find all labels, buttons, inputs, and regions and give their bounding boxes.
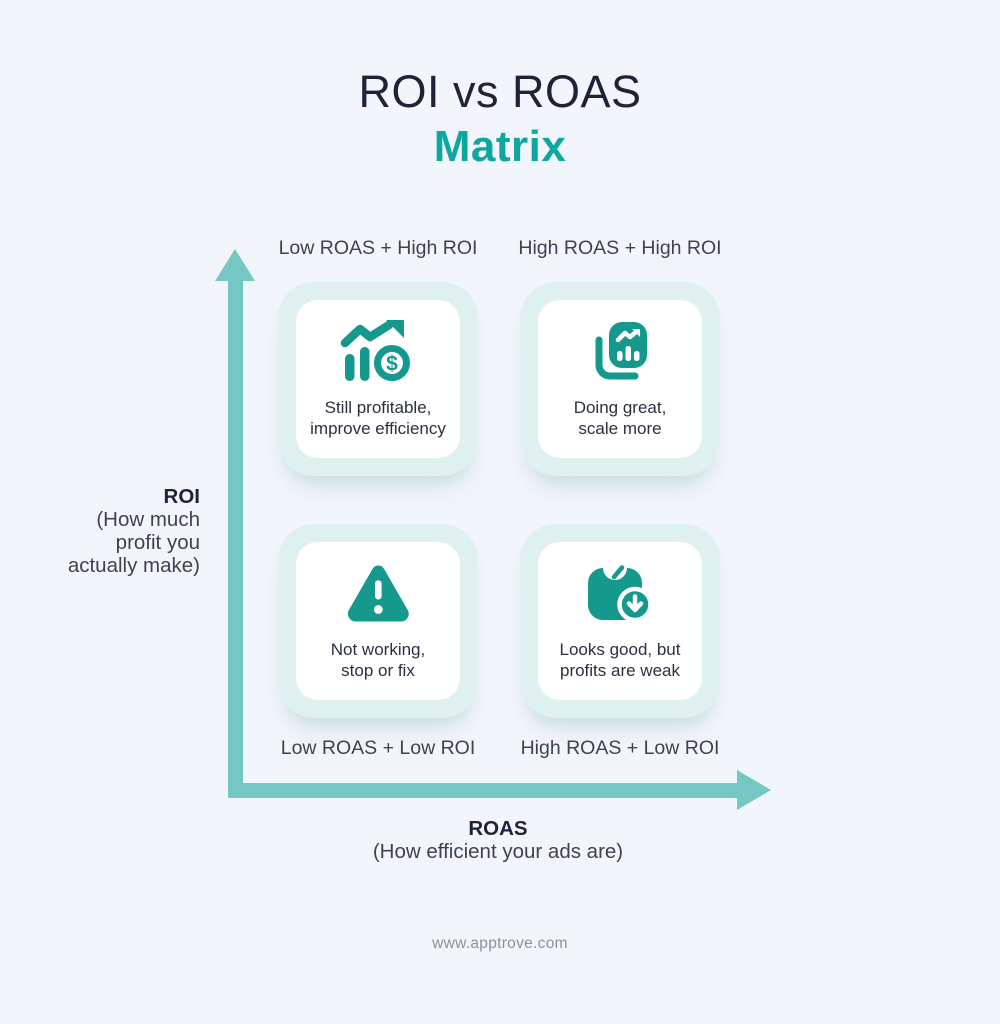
quadrant-card-high-roas-low-roi: Looks good, but profits are weak [520,524,720,718]
quadrant-card-low-roas-low-roi: Not working, stop or fix [278,524,478,718]
card-inner: Looks good, but profits are weak [538,542,702,700]
y-axis-description: (How much profit you actually make) [67,508,200,577]
x-axis-arrowhead [737,770,771,810]
quadrant-label-bottom-right: High ROAS + Low ROI [520,737,720,759]
website-url: www.apptrove.com [432,935,568,952]
page-title: ROI vs ROAS Matrix [0,66,1000,172]
y-axis-arrowhead [215,249,255,281]
quadrant-card-low-roas-high-roi: $ Still profitable, improve efficiency [278,282,478,476]
warning-icon [343,562,414,626]
card-caption: Still profitable, improve efficiency [310,397,446,438]
title-main: ROI vs ROAS [358,66,642,117]
x-axis-description: (How efficient your ads are) [372,840,624,863]
y-axis-name: ROI [163,485,200,508]
x-axis-line [228,783,739,798]
x-axis-label: ROAS (How efficient your ads are) [248,817,748,864]
x-axis-name: ROAS [468,817,528,840]
growth-dollar-icon: $ [340,319,416,384]
svg-text:$: $ [386,352,398,375]
quadrant-label-top-right: High ROAS + High ROI [518,237,722,259]
card-inner: Not working, stop or fix [296,542,460,700]
title-accent: Matrix [433,121,567,171]
card-caption: Doing great, scale more [573,397,667,438]
y-axis-line [228,276,243,798]
scale-decline-icon [586,562,654,626]
card-caption: Looks good, but profits are weak [559,639,681,680]
quadrant-card-high-roas-high-roi: Doing great, scale more [520,282,720,476]
y-axis-label: ROI (How much profit you actually make) [20,485,200,577]
card-caption: Not working, stop or fix [330,639,426,680]
report-growth-icon [588,320,652,384]
quadrant-label-bottom-left: Low ROAS + Low ROI [280,737,476,759]
card-inner: Doing great, scale more [538,300,702,458]
card-inner: $ Still profitable, improve efficiency [296,300,460,458]
quadrant-label-top-left: Low ROAS + High ROI [278,237,478,259]
